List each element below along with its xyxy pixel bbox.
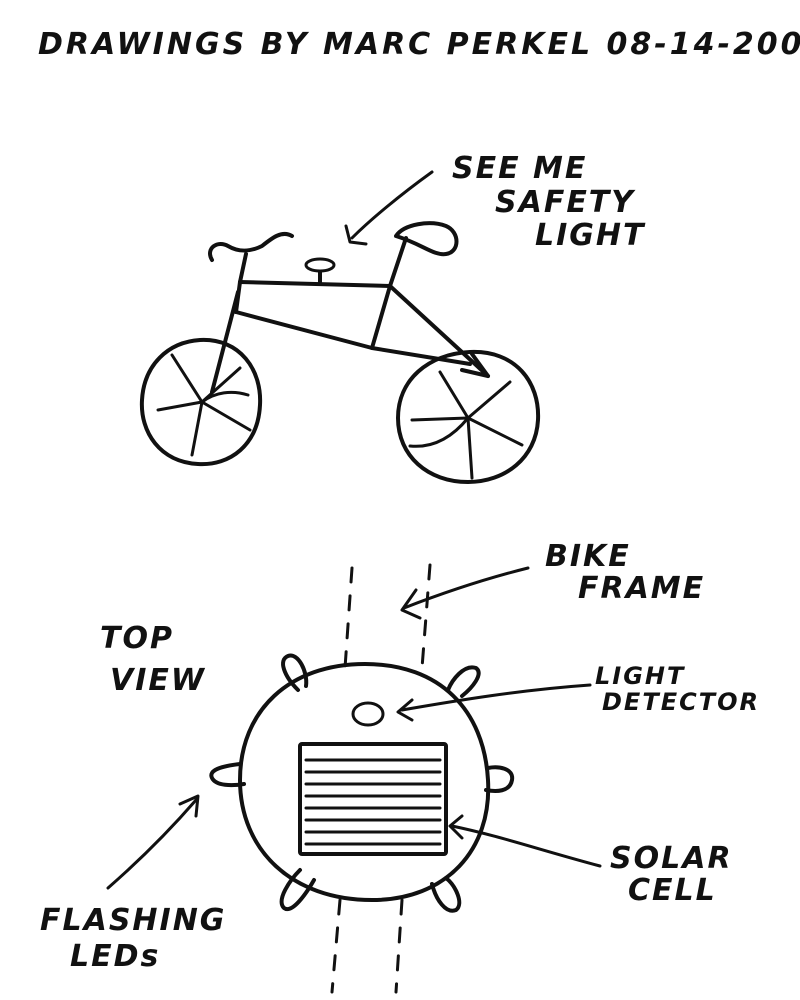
frame-dash-right-lower bbox=[394, 898, 404, 994]
front-wheel bbox=[396, 349, 541, 484]
front-wheel-spokes bbox=[408, 370, 524, 480]
bike-frame-label-line-1: BIKE bbox=[545, 539, 631, 574]
rear-stay bbox=[210, 290, 240, 394]
frame-dash-left-upper bbox=[343, 566, 354, 670]
front-saddle bbox=[394, 221, 459, 257]
chain-stay bbox=[370, 346, 472, 366]
led-nub-left bbox=[209, 762, 246, 788]
led-nub-top-left bbox=[281, 653, 309, 692]
leds-pointer-head bbox=[178, 794, 200, 818]
led-nub-bottom-left bbox=[279, 868, 316, 912]
rear-wheel-spokes bbox=[156, 353, 252, 457]
rear-handlebar bbox=[208, 231, 294, 262]
light-detector-label-line-2: DETECTOR bbox=[602, 688, 760, 716]
fork bbox=[388, 284, 490, 378]
light-detector-label-line-1: LIGHT bbox=[595, 662, 685, 690]
led-nub-top-right bbox=[446, 665, 481, 698]
leds-pointer bbox=[106, 798, 198, 890]
rear-stem bbox=[238, 252, 248, 284]
light-housing bbox=[238, 662, 491, 902]
flashing-leds-label-line-1: FLASHING bbox=[40, 903, 226, 938]
solar-cell-label-line-2: CELL bbox=[628, 873, 717, 908]
center-seat bbox=[304, 257, 336, 273]
led-nub-right bbox=[484, 765, 515, 793]
solar-cell-pointer-head bbox=[448, 814, 464, 840]
rear-wheel bbox=[139, 337, 263, 467]
safety-light-label-line-3: LIGHT bbox=[535, 218, 646, 253]
solar-cell-pointer bbox=[450, 824, 602, 868]
light-detector-pointer bbox=[400, 683, 592, 712]
front-stem bbox=[388, 236, 408, 288]
bike-frame-pointer bbox=[402, 566, 530, 610]
safety-light-label-line-1: SEE ME bbox=[452, 151, 587, 186]
top-tube bbox=[238, 280, 392, 288]
frame-dash-right-upper bbox=[420, 563, 432, 670]
led-nub-bottom-right bbox=[430, 876, 462, 913]
safety-light-pointer bbox=[350, 170, 434, 240]
top-view-label-line-2: VIEW bbox=[110, 663, 206, 698]
bike-frame-pointer-head bbox=[400, 588, 422, 620]
head-tube bbox=[370, 284, 392, 350]
header-text: DRAWINGS BY MARC PERKEL 08-14-2009 bbox=[38, 27, 800, 62]
light-detector bbox=[351, 701, 385, 727]
solar-cell bbox=[298, 742, 448, 856]
solar-cell-stripes bbox=[304, 758, 442, 846]
flashing-leds-label-line-2: LEDs bbox=[70, 939, 160, 974]
front-hub-arrowhead bbox=[460, 352, 490, 378]
light-detector-pointer-head bbox=[396, 698, 414, 722]
top-view-label-line-1: TOP bbox=[100, 621, 174, 656]
safety-light-pointer-head bbox=[344, 224, 368, 246]
bicycle-drawing bbox=[139, 170, 541, 484]
down-tube bbox=[234, 310, 374, 350]
frame-dash-left-lower bbox=[330, 898, 342, 994]
led-nubs bbox=[209, 653, 515, 913]
solar-cell-label-line-1: SOLAR bbox=[610, 841, 733, 876]
safety-light-label-line-2: SAFETY bbox=[495, 185, 636, 220]
bike-frame-label-line-2: FRAME bbox=[578, 571, 705, 606]
